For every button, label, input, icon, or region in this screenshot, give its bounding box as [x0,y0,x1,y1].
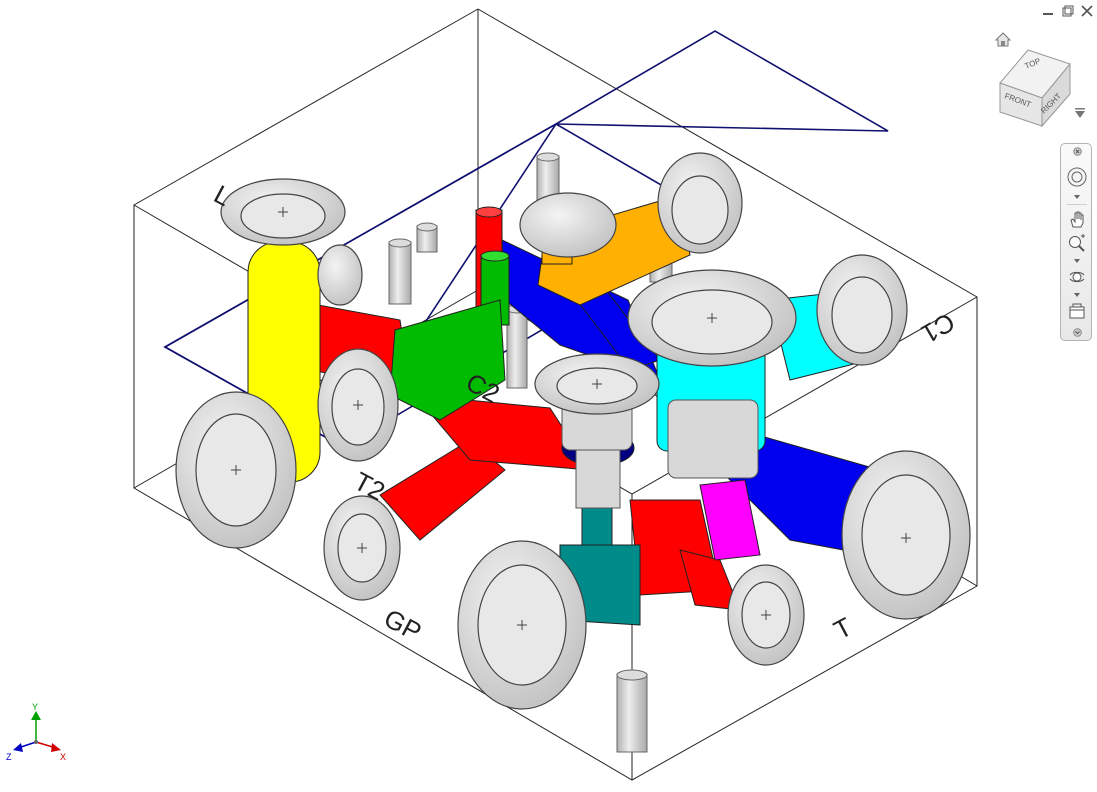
port-label-c1: C1 [916,307,960,350]
close-button[interactable] [1080,4,1094,18]
restore-icon [1062,5,1074,17]
passage-magenta [699,479,761,561]
pan-hand-icon [1070,211,1084,228]
orbit-button[interactable] [1066,266,1088,288]
steering-wheel-dropdown[interactable] [1072,193,1082,201]
cube-right-face[interactable] [1041,62,1071,128]
z-axis-arrow-icon [13,743,23,752]
orbit-dropdown[interactable] [1072,291,1082,299]
z-axis-label: Z [6,752,12,762]
minimize-icon [1043,13,1053,15]
chevron-down-icon [1074,293,1080,297]
view-cube[interactable]: TOP FRONT RIGHT [990,28,1090,138]
steering-wheel-button[interactable] [1066,166,1088,188]
y-axis-arrow-icon [31,711,41,720]
cube-menu-arrow-icon[interactable] [1075,108,1085,118]
center-marks [231,207,911,630]
passage-green [389,250,510,421]
look-at-icon [1069,303,1085,319]
minimize-button[interactable] [1041,4,1055,18]
home-icon[interactable] [994,32,1012,47]
navbar-separator [1067,204,1087,205]
navbar-customize-button[interactable] [1072,327,1082,337]
restore-button[interactable] [1061,4,1075,18]
port-flanges [175,152,971,710]
zoom-button[interactable] [1066,232,1088,254]
chevron-down-icon [1074,195,1080,199]
steering-wheel-icon [1067,167,1087,187]
x-axis-label: X [60,752,66,762]
navbar-close-button[interactable] [1072,146,1082,156]
port-label-t: T [829,611,857,645]
zoom-dropdown[interactable] [1072,257,1082,265]
orbit-icon [1069,271,1085,283]
pan-button[interactable] [1066,208,1088,230]
look-at-button[interactable] [1066,300,1088,322]
x-axis-arrow-icon [51,743,61,752]
zoom-icon [1069,234,1085,252]
chevron-down-icon [1074,259,1080,263]
chevron-down-circle-icon [1072,327,1082,337]
close-icon [1081,5,1093,17]
y-axis-label: Y [32,702,38,712]
axis-triad: Y X Z [6,702,66,762]
navigation-bar [1060,143,1092,341]
port-label-gp: GP [379,603,426,647]
close-circle-icon [1072,146,1082,156]
